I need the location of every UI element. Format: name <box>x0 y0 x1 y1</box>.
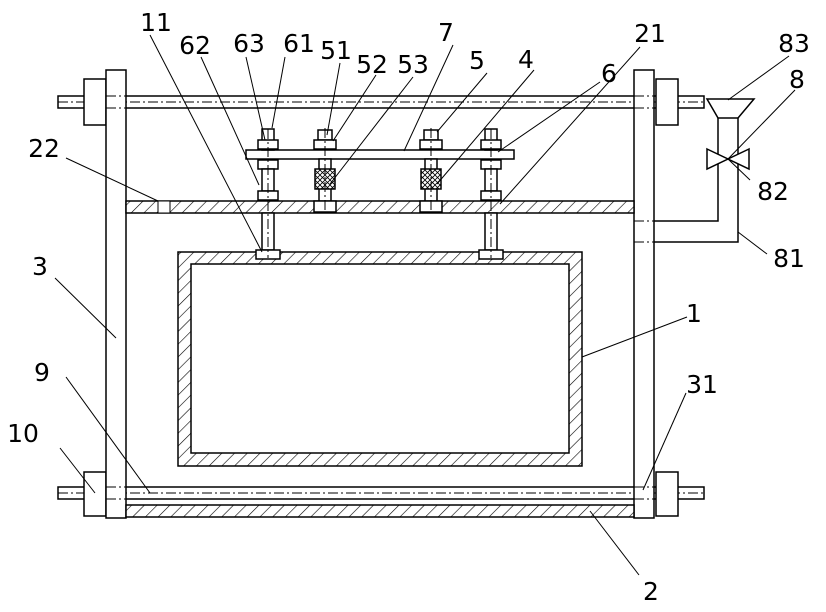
label-8: 8 <box>789 65 805 94</box>
label-61: 61 <box>283 29 315 58</box>
funnel <box>707 99 754 118</box>
right-column <box>634 70 654 518</box>
crossbar <box>246 150 514 159</box>
label-81: 81 <box>773 244 805 273</box>
label-52: 52 <box>356 50 388 79</box>
label-3: 3 <box>32 252 48 281</box>
label-21: 21 <box>634 19 666 48</box>
label-22: 22 <box>28 134 60 163</box>
label-1: 1 <box>686 299 702 328</box>
label-9: 9 <box>34 358 50 387</box>
plate-slot <box>158 201 170 213</box>
label-53: 53 <box>397 50 429 79</box>
label-2: 2 <box>643 577 659 606</box>
upper-plate <box>126 201 634 213</box>
label-10: 10 <box>7 419 39 448</box>
label-51: 51 <box>320 36 352 65</box>
label-5: 5 <box>469 46 485 75</box>
label-31: 31 <box>686 370 718 399</box>
left-column <box>106 70 126 518</box>
label-4: 4 <box>518 45 534 74</box>
right-bolt <box>420 128 442 212</box>
bottom-plate <box>126 505 634 517</box>
hollow-box <box>178 252 582 466</box>
label-82: 82 <box>757 177 789 206</box>
label-6: 6 <box>601 59 617 88</box>
label-7: 7 <box>438 18 454 47</box>
left-screw <box>256 129 280 259</box>
label-11: 11 <box>140 8 172 37</box>
right-screw <box>479 129 503 259</box>
label-83: 83 <box>778 29 810 58</box>
label-62: 62 <box>179 31 211 60</box>
label-63: 63 <box>233 29 265 58</box>
